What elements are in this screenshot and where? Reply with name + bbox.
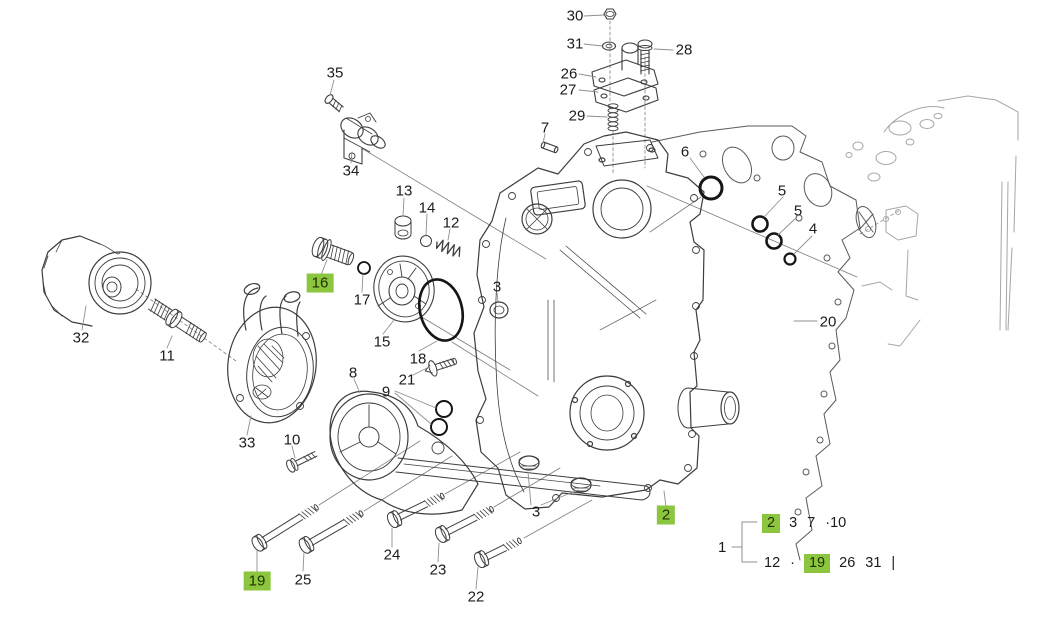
part-label-19[interactable]: 19: [243, 571, 271, 591]
part-label-23[interactable]: 23: [429, 561, 447, 579]
plug-16: [311, 236, 355, 266]
legend-item-sep[interactable]: ·: [790, 555, 795, 571]
part-label-35[interactable]: 35: [326, 64, 344, 82]
part-label-25[interactable]: 25: [294, 571, 312, 589]
legend-item-26[interactable]: 26: [839, 555, 856, 571]
part-label-17[interactable]: 17: [353, 291, 371, 309]
part-label-31[interactable]: 31: [566, 35, 584, 53]
o-ring-18: [417, 278, 465, 342]
breather-assembly: [540, 8, 659, 154]
bolt-10: [286, 451, 318, 473]
o-ring-17: [357, 261, 371, 275]
sleeve-13: [394, 215, 412, 240]
part-label-2[interactable]: 2: [656, 505, 676, 525]
screw-35: [324, 94, 344, 113]
legend-row-2: 12 · 19 26 31 |: [763, 554, 896, 573]
part-label-5b[interactable]: 5: [793, 202, 803, 220]
gasket-plate-20: [651, 125, 877, 561]
spring-29: [607, 103, 619, 132]
bolt-25: [298, 510, 364, 554]
part-label-10[interactable]: 10: [283, 431, 301, 449]
legend-item-10[interactable]: ·10: [825, 515, 847, 531]
part-label-11[interactable]: 11: [159, 347, 175, 365]
spring-12: [435, 239, 461, 258]
pin-7: [540, 141, 559, 154]
cooler-mesh: [252, 338, 285, 400]
part-label-32[interactable]: 32: [72, 329, 90, 347]
bolt-22: [473, 537, 522, 569]
mounting-bolts: [251, 492, 522, 569]
engine-block-ghost: [845, 95, 1019, 347]
part-label-22[interactable]: 22: [467, 588, 485, 606]
plug-upper-3: [489, 301, 509, 319]
part-label-34[interactable]: 34: [342, 162, 360, 180]
part-label-27[interactable]: 27: [559, 81, 577, 99]
part-label-5a[interactable]: 5: [777, 182, 787, 200]
legend-item-2[interactable]: 2: [762, 514, 781, 533]
part-label-9[interactable]: 9: [381, 383, 391, 401]
o-ring-6: [698, 175, 724, 201]
legend-bracket: [731, 521, 758, 563]
part-label-28[interactable]: 28: [675, 41, 693, 59]
part-label-24[interactable]: 24: [383, 546, 401, 564]
bolt-19: [251, 504, 319, 552]
legend-item-sep[interactable]: |: [891, 555, 896, 571]
rotor-15: [373, 255, 435, 323]
nut-30: [603, 8, 617, 20]
bolt-28: [637, 39, 653, 75]
part-label-21[interactable]: 21: [398, 371, 416, 389]
o-ring-5b: [765, 232, 783, 250]
o-ring-4: [783, 252, 797, 266]
part-label-26[interactable]: 26: [560, 65, 578, 83]
bolt-24: [386, 492, 445, 529]
o-rings-right: [698, 175, 797, 266]
timing-case-housing: [473, 131, 740, 510]
legend-group-label[interactable]: 1: [718, 539, 727, 556]
leader-lines: [81, 14, 818, 590]
legend-item-3[interactable]: 3: [789, 515, 798, 531]
part-label-29[interactable]: 29: [568, 107, 586, 125]
alignment-lines: [135, 20, 858, 539]
ball-14: [420, 235, 432, 247]
legend-item-7[interactable]: 7: [807, 515, 816, 531]
relief-valve-parts: [311, 215, 465, 377]
washer-31: [601, 41, 617, 51]
part-label-33[interactable]: 33: [238, 434, 256, 452]
o-rings-9: [430, 400, 453, 436]
part-label-12[interactable]: 12: [442, 214, 460, 232]
part-label-20[interactable]: 20: [819, 313, 837, 331]
o-ring-5a: [751, 215, 769, 233]
bracket-27: [593, 77, 659, 113]
legend-item-31[interactable]: 31: [865, 555, 882, 571]
sensor-34: [324, 94, 386, 165]
oil-filter-32: [41, 235, 152, 327]
part-label-15[interactable]: 15: [373, 333, 391, 351]
plugs-lower-3: [518, 455, 592, 493]
part-label-3b[interactable]: 3: [531, 503, 541, 521]
oil-cooler-33: [227, 282, 317, 424]
part-label-4[interactable]: 4: [808, 220, 818, 238]
part-label-8[interactable]: 8: [348, 364, 358, 382]
bolt-21: [424, 357, 457, 377]
part-label-18[interactable]: 18: [409, 350, 427, 368]
union-fitting-11: [147, 298, 207, 343]
gasket-cam-hole: [855, 206, 877, 238]
part-label-7[interactable]: 7: [540, 119, 550, 137]
part-label-30[interactable]: 30: [566, 7, 584, 25]
part-label-3a[interactable]: 3: [492, 278, 502, 296]
bolt-23: [434, 505, 494, 544]
part-label-14[interactable]: 14: [418, 199, 436, 217]
part-label-13[interactable]: 13: [395, 182, 413, 200]
part-label-16[interactable]: 16: [306, 273, 334, 293]
oil-pump-8: [329, 390, 651, 515]
part-label-6[interactable]: 6: [680, 143, 690, 161]
legend-item-19[interactable]: 19: [803, 554, 831, 573]
legend-item-12[interactable]: 12: [764, 555, 781, 571]
